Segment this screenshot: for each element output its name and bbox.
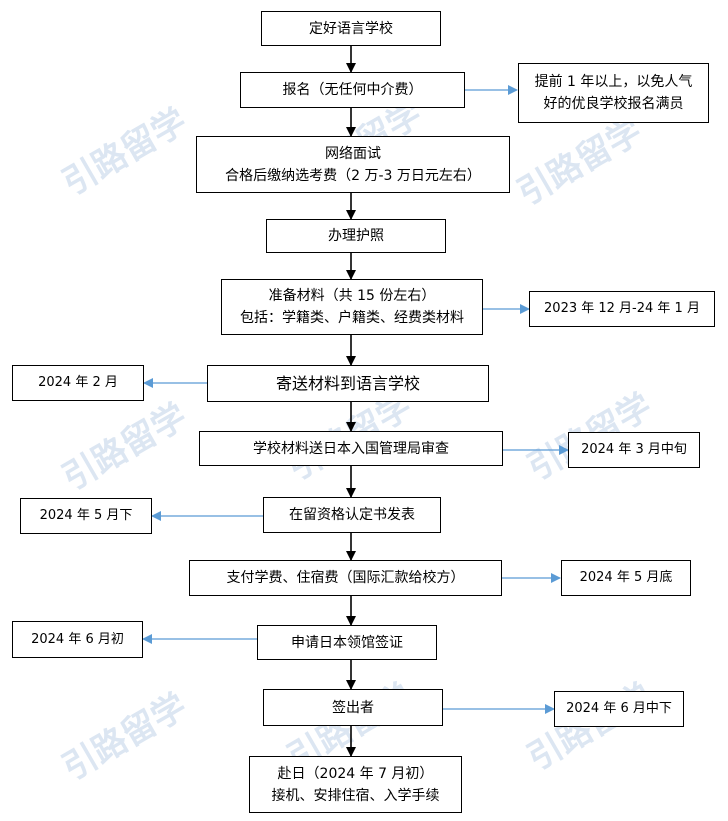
note-text: 2024 年 2 月 (38, 375, 118, 390)
step-label: 支付学费、住宿费（国际汇款给校方） (226, 570, 465, 586)
note-text: 2024 年 5 月底 (579, 570, 673, 585)
step-pay-fees: 支付学费、住宿费（国际汇款给校方） (189, 560, 502, 596)
step-label-detail: 接机、安排住宿、入学手续 (271, 787, 440, 804)
side-note-arrows (142, 85, 569, 714)
step-label: 申请日本领馆签证 (291, 634, 403, 651)
note-date-visa-apply: 2024 年 6 月初 (12, 621, 143, 658)
note-date-fees: 2024 年 5 月底 (561, 560, 691, 596)
note-text-line2: 好的优良学校报名满员 (543, 96, 684, 112)
step-label: 定好语言学校 (309, 20, 393, 37)
step-registration: 报名（无任何中介费） (240, 72, 465, 108)
note-text: 2024 年 6 月初 (31, 631, 124, 647)
step-passport: 办理护照 (266, 219, 446, 253)
note-date-visa-issued: 2024 年 6 月中下 (554, 691, 684, 727)
step-prepare-documents: 准备材料（共 15 份左右） 包括：学籍类、户籍类、经费类材料 (221, 279, 483, 335)
step-label: 学校材料送日本入国管理局审查 (253, 440, 449, 457)
note-date-send: 2024 年 2 月 (12, 365, 144, 401)
note-date-coe: 2024 年 5 月下 (20, 498, 152, 534)
step-label: 寄送材料到语言学校 (275, 373, 420, 393)
step-apply-visa: 申请日本领馆签证 (257, 625, 437, 660)
step-send-documents: 寄送材料到语言学校 (207, 365, 489, 402)
note-text: 提前 1 年以上，以免人气 (534, 74, 693, 90)
step-go-to-japan: 赴日（2024 年 7 月初） 接机、安排住宿、入学手续 (249, 756, 462, 813)
step-label: 赴日（2024 年 7 月初） (277, 765, 434, 782)
step-label-detail: 合格后缴纳选考费（2 万-3 万日元左右） (225, 167, 481, 184)
step-label: 签出者 (332, 699, 374, 716)
step-label: 报名（无任何中介费） (282, 82, 423, 98)
note-text: 2024 年 5 月下 (39, 508, 133, 523)
step-label: 准备材料（共 15 份左右） (268, 288, 436, 304)
note-register-early: 提前 1 年以上，以免人气 好的优良学校报名满员 (518, 63, 709, 123)
step-label: 办理护照 (328, 228, 384, 244)
step-online-interview: 网络面试 合格后缴纳选考费（2 万-3 万日元左右） (196, 136, 510, 193)
step-coe-issued: 在留资格认定书发表 (263, 497, 441, 533)
step-visa-issued: 签出者 (263, 689, 443, 726)
note-text: 2024 年 3 月中旬 (581, 442, 687, 457)
note-date-review: 2024 年 3 月中旬 (568, 432, 700, 468)
step-choose-school: 定好语言学校 (261, 11, 441, 46)
step-label: 在留资格认定书发表 (289, 507, 415, 523)
step-immigration-review: 学校材料送日本入国管理局审查 (199, 431, 503, 466)
note-date-documents: 2023 年 12 月-24 年 1 月 (529, 291, 715, 327)
step-label-detail: 包括：学籍类、户籍类、经费类材料 (240, 310, 464, 326)
note-text: 2024 年 6 月中下 (566, 701, 672, 716)
step-label: 网络面试 (325, 145, 381, 162)
note-text: 2023 年 12 月-24 年 1 月 (544, 301, 700, 316)
